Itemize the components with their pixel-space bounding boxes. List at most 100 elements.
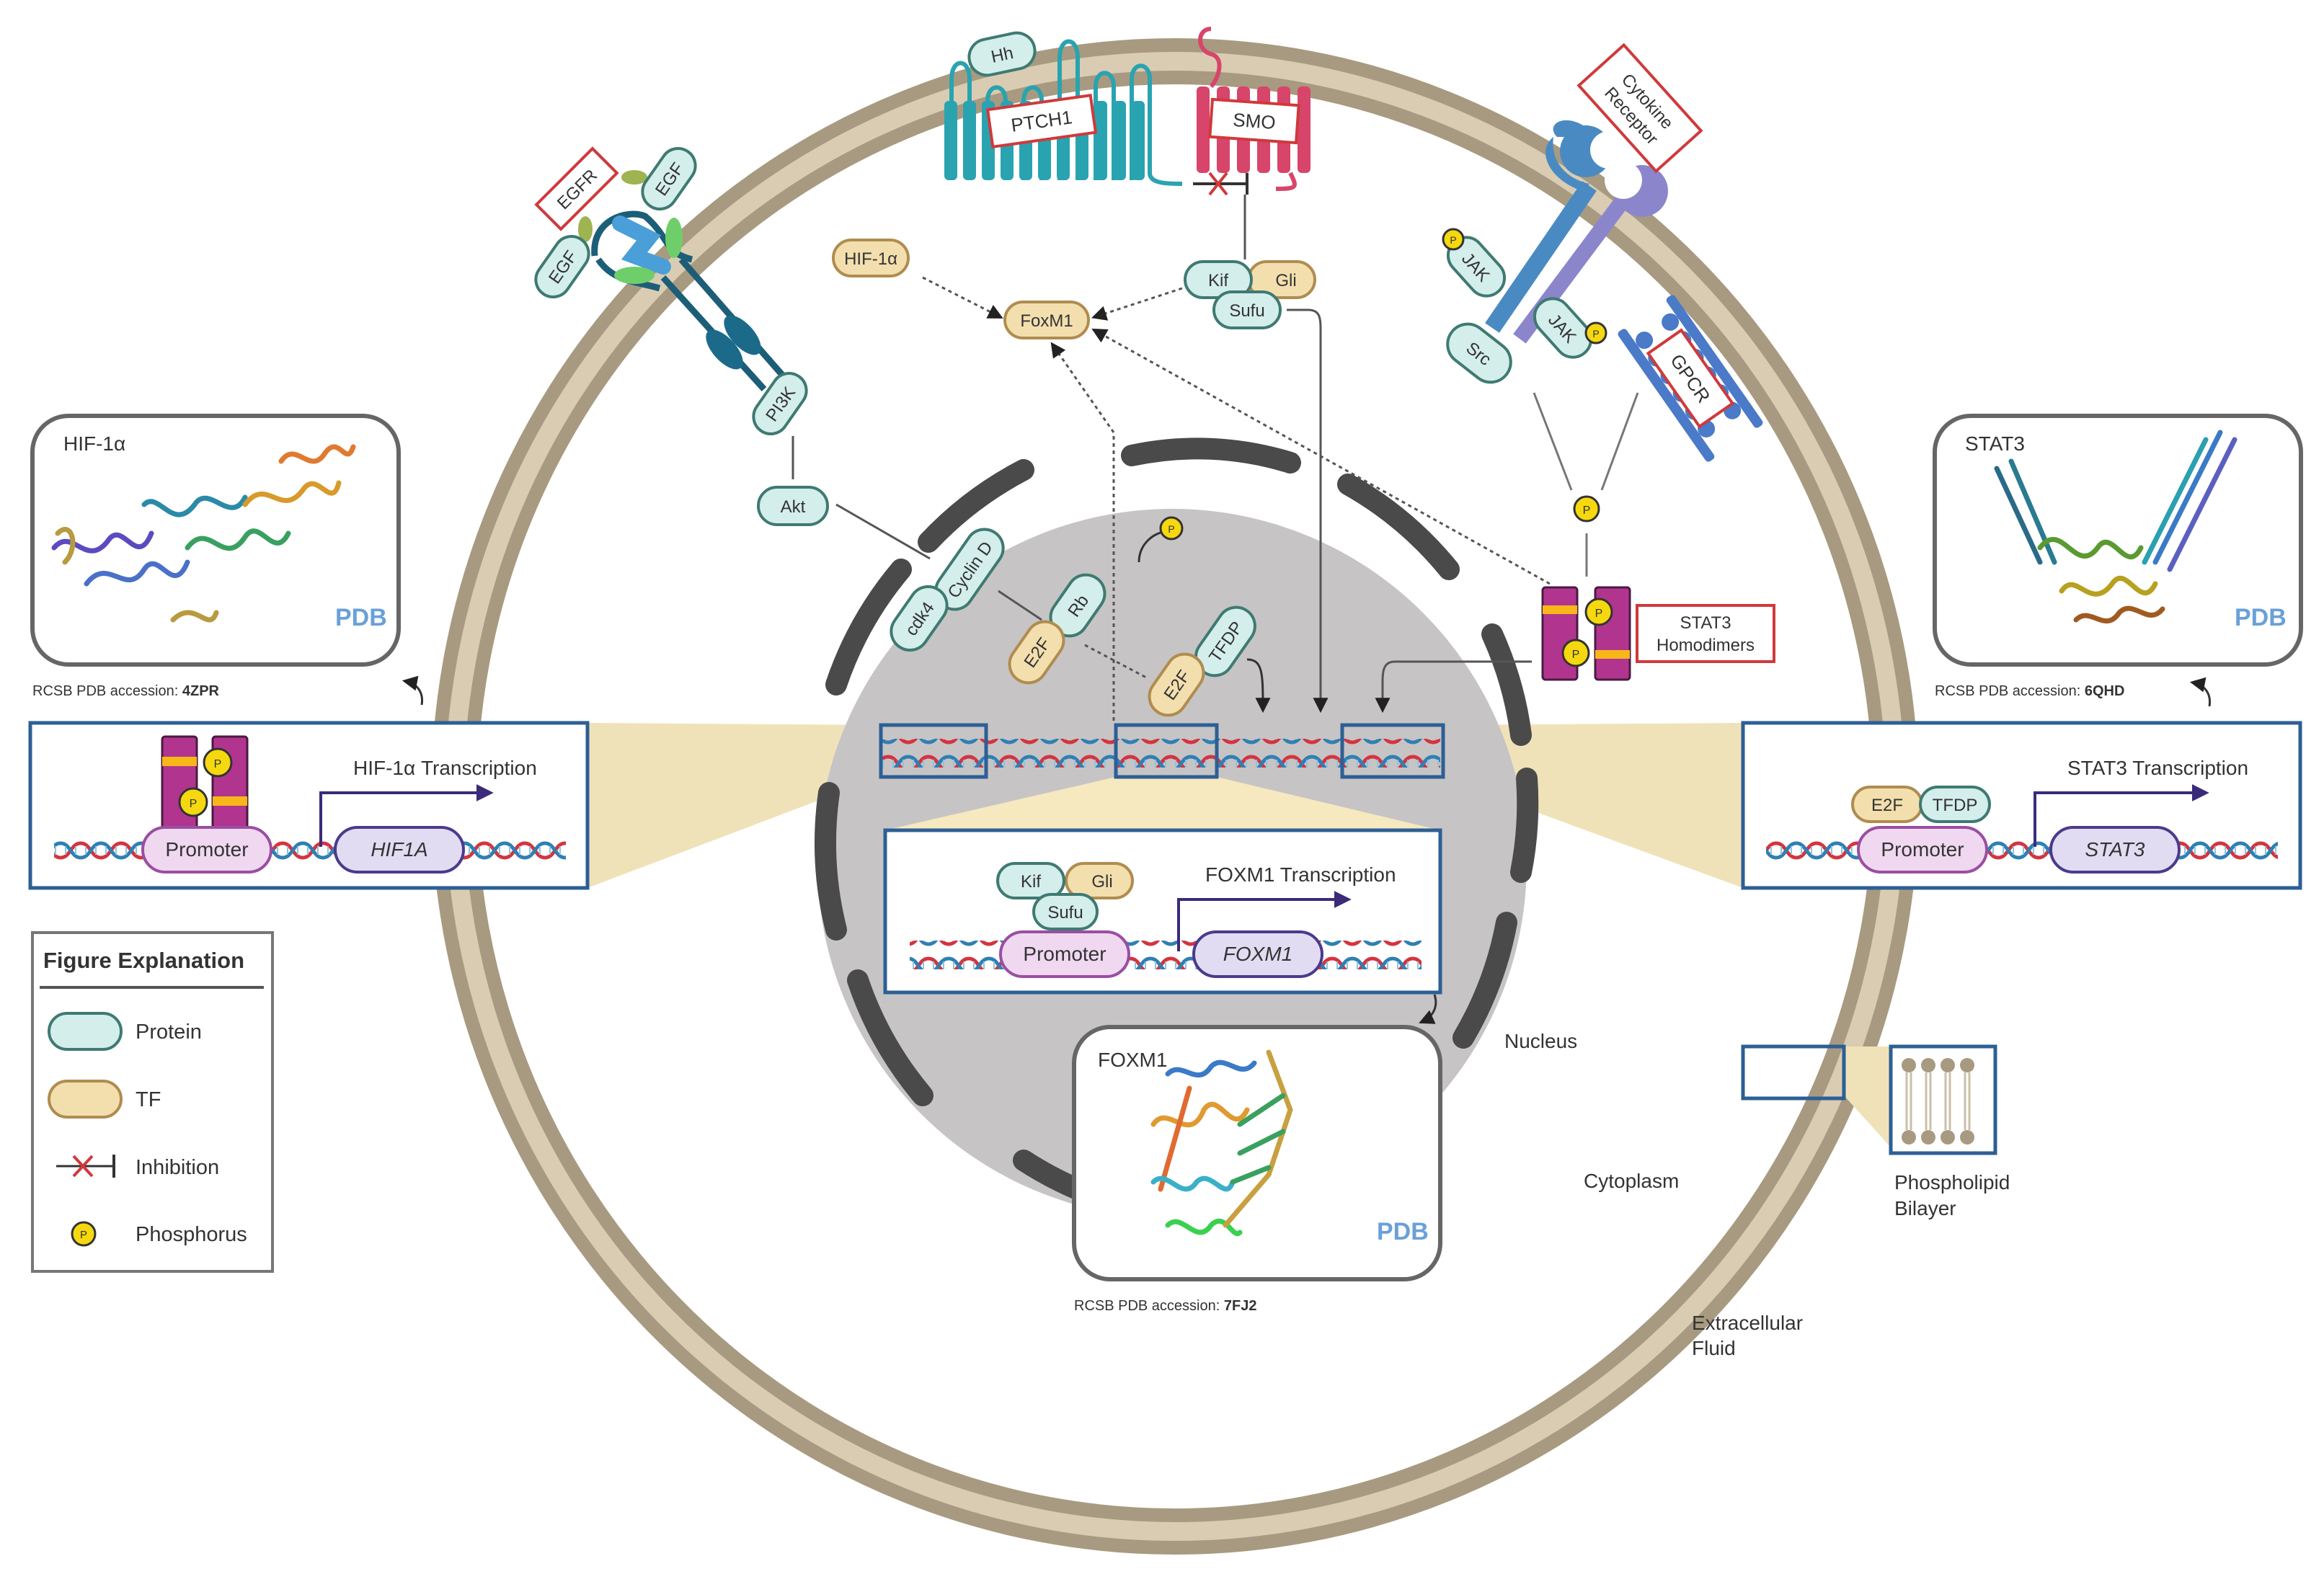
stat3-panel-tfdp-text: TFDP xyxy=(1933,796,1978,815)
legend-phosphate-text: P xyxy=(80,1229,87,1241)
hif1a-structure-panel: HIF-1α PDB RCSB PDB accession: 4ZPR xyxy=(30,414,424,706)
egfr-receptor xyxy=(578,170,785,392)
free-phosphate-icon: P xyxy=(1573,495,1600,523)
akt-node: Akt xyxy=(757,486,829,526)
kif-text: Kif xyxy=(1208,271,1228,290)
zoom-wedge-stat3 xyxy=(1440,723,1743,888)
foxm1-panel-sufu: Sufu xyxy=(1032,893,1099,930)
stat3-p2-text: P xyxy=(1572,649,1580,661)
foxm1-promoter xyxy=(999,930,1130,978)
stat3-promoter xyxy=(1857,826,1988,874)
rb-phosphate-text: P xyxy=(1168,523,1174,535)
stat3-panel-e2f-text: E2F xyxy=(1871,796,1903,815)
hif1a-accession-caption: RCSB PDB accession: 4ZPR xyxy=(32,683,220,699)
hif1a-transcription-panel: P P Promoter HIF1A HIF-1α Transcription xyxy=(28,721,590,890)
foxm1-transcription-title: FOXM1 Transcription xyxy=(1205,863,1396,886)
gpcr-receptor: GPCR xyxy=(1618,295,1763,462)
foxm1-accession-code: 7FJ2 xyxy=(1224,1298,1257,1314)
akt-cyclin-link xyxy=(835,503,931,560)
hif1a-caption-prefix: RCSB PDB accession: xyxy=(32,683,182,699)
extracellular-label-line2: Fluid xyxy=(1692,1337,1736,1359)
stat3-p1-text: P xyxy=(1595,608,1603,620)
gli-text: Gli xyxy=(1275,271,1296,290)
egfr-label: EGFR xyxy=(534,146,619,231)
hif1a-cytoplasm-node: HIF-1α xyxy=(832,239,910,277)
stat3-panel-tfdp: TFDP xyxy=(1919,786,1991,823)
legend-title: Figure Explanation xyxy=(43,948,244,973)
stat3-panel-dna xyxy=(1766,836,2278,865)
foxm1-caption-prefix: RCSB PDB accession: xyxy=(1074,1298,1224,1314)
stat3-transcription-title: STAT3 Transcription xyxy=(2067,757,2248,779)
sufu-node: Sufu xyxy=(1212,290,1282,329)
stat3-structure-title: STAT3 xyxy=(1965,432,2025,455)
stat3-panel-e2f: E2F xyxy=(1851,786,1923,823)
hif1a-promoter xyxy=(141,826,272,874)
hif1a-transcription-arrow xyxy=(319,784,494,847)
smo-label-text: SMO xyxy=(1232,109,1276,133)
nucleus-label: Nucleus xyxy=(1504,1030,1577,1052)
stat3-gene xyxy=(2049,826,2181,874)
jak-1-phosphate-icon: P xyxy=(1442,228,1465,251)
hif1a-accession-code: 4ZPR xyxy=(182,683,220,699)
foxm1-transcription-panel: Gli Kif Sufu Promoter FOXM1 FOXM1 Transc… xyxy=(883,828,1442,995)
foxm1-cytoplasm-node: FoxM1 xyxy=(1003,301,1090,339)
stat3-promoter-text: Promoter xyxy=(1881,838,1964,861)
foxm1-to-structure-arrow xyxy=(1419,994,1437,1024)
dna-highlight-foxm1 xyxy=(1114,723,1219,779)
hif1a-pdb-logo: PDB xyxy=(335,604,387,631)
stat3-accession-caption: RCSB PDB accession: 6QHD xyxy=(1935,683,2124,699)
stat3-homodimer: P P xyxy=(1541,586,1631,681)
foxm1-panel-dna xyxy=(910,941,1422,969)
cyclin-rb-link xyxy=(998,590,1042,621)
tf-pill-icon xyxy=(48,1080,123,1119)
ptch1-smo-inhibition-icon xyxy=(1193,172,1249,196)
phospholipid-icon xyxy=(1902,1058,1974,1144)
akt-text: Akt xyxy=(781,497,806,517)
bilayer-label-line1: Phospholipid xyxy=(1894,1171,2010,1194)
ptch1-label: PTCH1 xyxy=(985,93,1098,149)
foxm1-cytoplasm-text: FoxM1 xyxy=(1020,311,1073,331)
kif-gli-sufu-complex: Gli Kif Sufu xyxy=(1184,260,1316,329)
hif1a-cytoplasm-text: HIF-1α xyxy=(844,249,897,269)
zoom-wedge-foxm1 xyxy=(885,777,1440,830)
signal-convergence-lines xyxy=(1533,392,1639,577)
stat3-structure-panel: STAT3 PDB RCSB PDB accession: 6QHD xyxy=(1933,414,2303,707)
hif1a-panel-arrow xyxy=(402,675,424,706)
dna-highlight-stat3 xyxy=(1340,723,1445,779)
legend-protein-label: Protein xyxy=(136,1021,202,1044)
sufu-to-dna-arrow xyxy=(1287,308,1329,714)
foxm1-panel-gli-text: Gli xyxy=(1091,872,1112,892)
inhibition-icon xyxy=(56,1155,115,1178)
stat3-label-line1: STAT3 xyxy=(1680,613,1731,633)
e2f-to-dna-arrow xyxy=(1246,658,1271,714)
foxm1-panel-kif-text: Kif xyxy=(1021,872,1041,892)
dna-highlight-hif1a xyxy=(879,723,988,779)
foxm1-regulation-links xyxy=(922,276,1551,721)
protein-pill-icon xyxy=(48,1012,123,1051)
bilayer-inset: Phospholipid Bilayer xyxy=(1741,1044,2010,1219)
foxm1-panel-gli: Gli xyxy=(1065,862,1134,899)
hif1a-gene xyxy=(334,826,465,874)
foxm1-panel-sufu-text: Sufu xyxy=(1047,903,1083,923)
legend-phosphorus-label: Phosphorus xyxy=(136,1223,247,1246)
stat3-panel-arrow xyxy=(2189,677,2212,707)
zoom-wedge-hif1a xyxy=(587,723,881,888)
e2f-release-link xyxy=(1084,644,1147,679)
hif1a-promoter-text: Promoter xyxy=(165,838,248,861)
cdk4-node: cdk4 xyxy=(890,585,949,652)
figure-legend: Figure Explanation Protein TF Inhibition… xyxy=(31,931,274,1273)
hif1a-protein-structure-icon xyxy=(51,444,356,623)
jak-2-phosphate-icon: P xyxy=(1584,321,1607,345)
hif1a-structure-title: HIF-1α xyxy=(63,432,125,455)
foxm1-structure-panel: FOXM1 PDB RCSB PDB accession: 7FJ2 xyxy=(1072,1025,1442,1314)
egf-ligand-2: EGF xyxy=(534,234,590,299)
hif1a-gene-text: HIF1A xyxy=(371,838,427,861)
stat3-to-dna-arrow xyxy=(1375,660,1532,714)
stat3-accession-code: 6QHD xyxy=(2085,683,2125,699)
cytoplasm-label: Cytoplasm xyxy=(1584,1170,1679,1192)
e2f-node-tfdp-bound: E2F xyxy=(1148,652,1205,717)
stat3-protein-structure-icon xyxy=(1994,430,2237,624)
hh-ligand: Hh xyxy=(967,31,1037,77)
foxm1-transcription-arrow xyxy=(1177,891,1352,951)
foxm1-gene-text: FOXM1 xyxy=(1223,943,1292,965)
